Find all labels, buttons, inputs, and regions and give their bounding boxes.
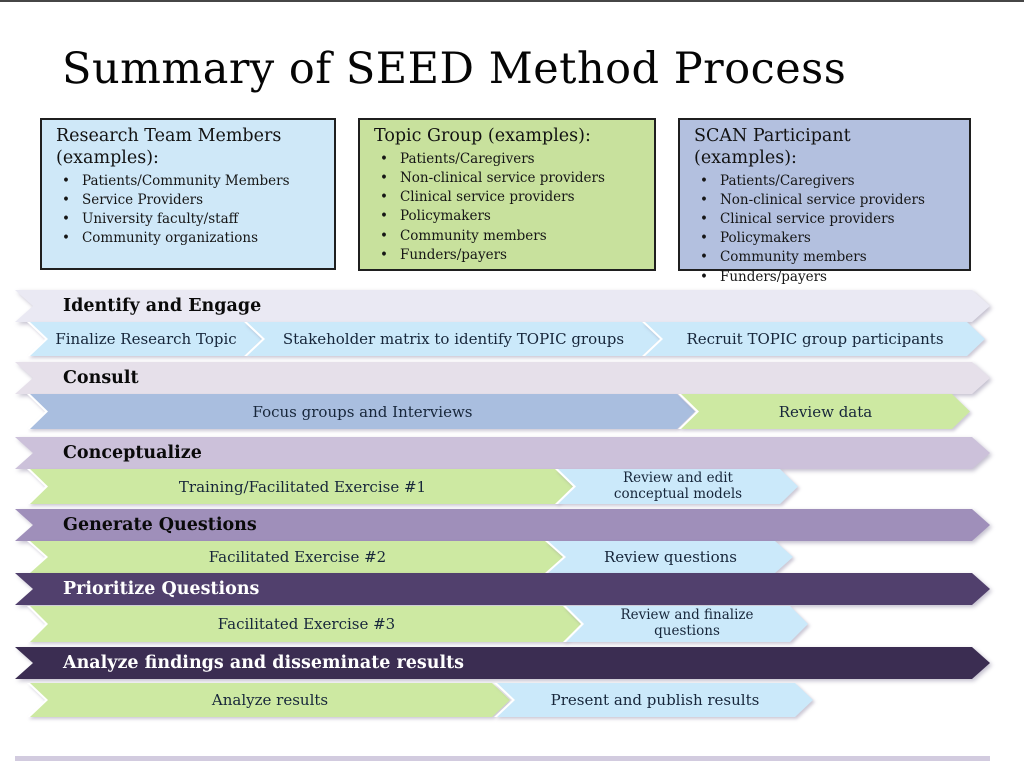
step-review-data: Review data [681,394,970,429]
step-recruit-topic-group-participants: Recruit TOPIC group participants [645,322,985,356]
slide-title: Summary of SEED Method Process [62,44,847,94]
top-edge-line [0,0,1024,2]
list-item: Service Providers [62,191,324,210]
step-stakeholder-matrix: Stakeholder matrix to identify TOPIC gro… [247,322,660,356]
phase-label: Consult [63,368,139,388]
step-review-questions: Review questions [548,541,793,573]
list-item: Clinical service providers [700,210,959,229]
bottom-partial-band [15,756,990,761]
list-item: Patients/Caregivers [380,150,644,169]
step-label: Facilitated Exercise #3 [217,615,396,633]
phase-band-analyze-and-disseminate: Analyze findings and disseminate results [15,647,990,679]
step-label: Stakeholder matrix to identify TOPIC gro… [282,330,625,348]
list-item: Community organizations [62,229,324,248]
list-item: Clinical service providers [380,188,644,207]
list-item: Funders/payers [700,268,959,287]
step-label: Finalize Research Topic [55,330,237,348]
step-training-facilitated-exercise-1: Training/Facilitated Exercise #1 [30,469,575,504]
phase-label: Analyze findings and disseminate results [63,653,465,673]
step-label: Facilitated Exercise #2 [208,548,387,566]
research-team-box-list: Patients/Community Members Service Provi… [56,172,324,249]
list-item: Funders/payers [380,246,644,265]
step-label: Present and publish results [550,691,760,709]
step-label: Review questions [604,548,737,566]
research-team-box-title: Research Team Members (examples): [56,126,282,168]
phase-band-generate-questions: Generate Questions [15,509,990,541]
step-label: Training/Facilitated Exercise #1 [178,477,427,496]
list-item: Non-clinical service providers [700,191,959,210]
list-item: Policymakers [700,229,959,248]
list-item: Community members [700,248,959,267]
step-focus-groups-and-interviews: Focus groups and Interviews [30,394,695,429]
list-item: Patients/Community Members [62,172,324,191]
list-item: Non-clinical service providers [380,169,644,188]
step-review-and-finalize-questions: Review and finalize questions [566,606,808,642]
phase-label: Identify and Engage [63,296,262,316]
phase-band-prioritize-questions: Prioritize Questions [15,573,990,605]
step-label: Review and edit conceptual models [613,469,743,502]
step-label: Review data [778,402,873,421]
scan-participant-box-title: SCAN Participant (examples): [694,126,851,168]
topic-group-box: Topic Group (examples): Patients/Caregiv… [358,118,656,271]
phase-label: Prioritize Questions [63,579,260,599]
topic-group-box-list: Patients/Caregivers Non-clinical service… [374,150,644,265]
step-review-and-edit-conceptual-models: Review and edit conceptual models [558,469,798,504]
phase-band-conceptualize: Conceptualize [15,437,990,469]
list-item: University faculty/staff [62,210,324,229]
phase-band-identify-and-engage: Identify and Engage [15,290,990,322]
step-label: Analyze results [211,691,329,709]
list-item: Policymakers [380,207,644,226]
step-label: Recruit TOPIC group participants [686,330,944,348]
step-finalize-research-topic: Finalize Research Topic [30,322,262,356]
scan-participant-box: SCAN Participant (examples): Patients/Ca… [678,118,971,285]
phase-band-consult: Consult [15,362,990,394]
phase-label: Conceptualize [63,443,202,463]
list-item: Community members [380,227,644,246]
list-item: Patients/Caregivers [700,172,959,191]
step-analyze-results: Analyze results [30,683,510,717]
scan-participant-box-list: Patients/Caregivers Non-clinical service… [694,172,959,287]
research-team-box: Research Team Members (examples): Patien… [40,118,336,270]
step-facilitated-exercise-3: Facilitated Exercise #3 [30,606,583,642]
topic-group-box-title: Topic Group (examples): [374,126,591,146]
step-label: Focus groups and Interviews [252,402,473,421]
step-present-and-publish-results: Present and publish results [497,683,813,717]
phase-label: Generate Questions [63,515,257,535]
step-label: Review and finalize questions [620,607,754,639]
step-facilitated-exercise-2: Facilitated Exercise #2 [30,541,565,573]
